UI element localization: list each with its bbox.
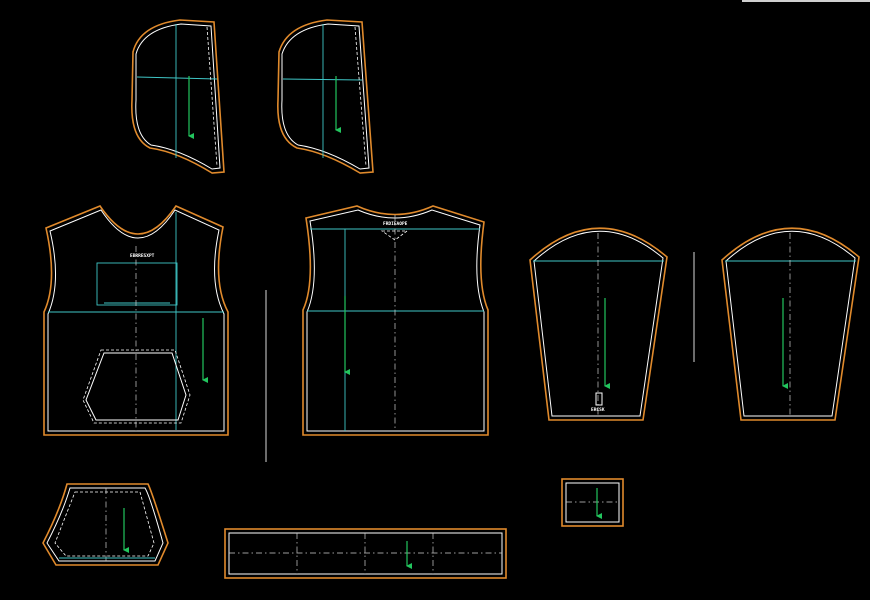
front-body-label: EBRRESXPT xyxy=(130,253,155,259)
sleeve-piece-right[interactable] xyxy=(721,227,860,421)
sleeve-piece-left[interactable]: ERCSK xyxy=(529,227,668,421)
pocket-piece[interactable] xyxy=(42,483,169,566)
back-body-piece[interactable]: FRDIEAOPE xyxy=(302,205,489,436)
back-body-label: FRDIEAOPE xyxy=(383,221,408,227)
cuff-piece[interactable] xyxy=(561,478,624,527)
hood-piece-right[interactable] xyxy=(277,19,374,174)
hood-piece-left[interactable] xyxy=(131,19,225,174)
front-body-piece[interactable]: EBRRESXPT xyxy=(43,204,229,436)
window-corner-bar xyxy=(742,0,870,2)
hem-band-piece[interactable] xyxy=(224,528,507,579)
sleeve-label: ERCSK xyxy=(591,407,605,413)
